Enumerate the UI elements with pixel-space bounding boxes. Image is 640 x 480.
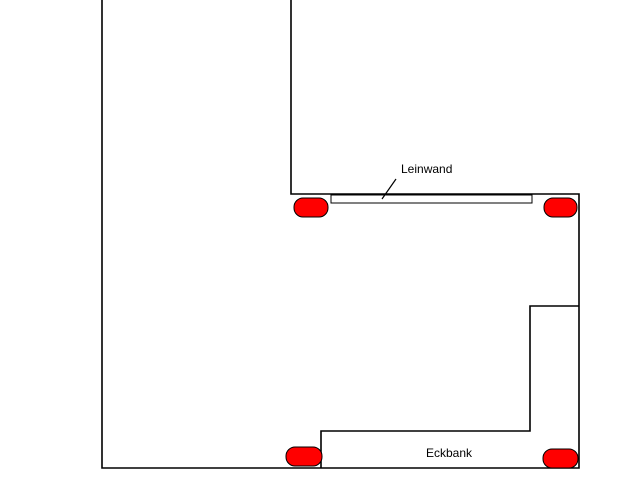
corner-bench-outline (320, 305, 579, 468)
room-outline (101, 0, 580, 469)
screen-rect (330, 194, 533, 204)
screen-label: Leinwand (401, 162, 452, 176)
screen-pointer-line (381, 178, 397, 200)
speaker-rear-right (542, 448, 579, 469)
speaker-front-right (543, 197, 578, 218)
speaker-front-left (293, 197, 329, 218)
speaker-rear-left (285, 446, 323, 467)
corner-bench-label: Eckbank (426, 446, 473, 460)
